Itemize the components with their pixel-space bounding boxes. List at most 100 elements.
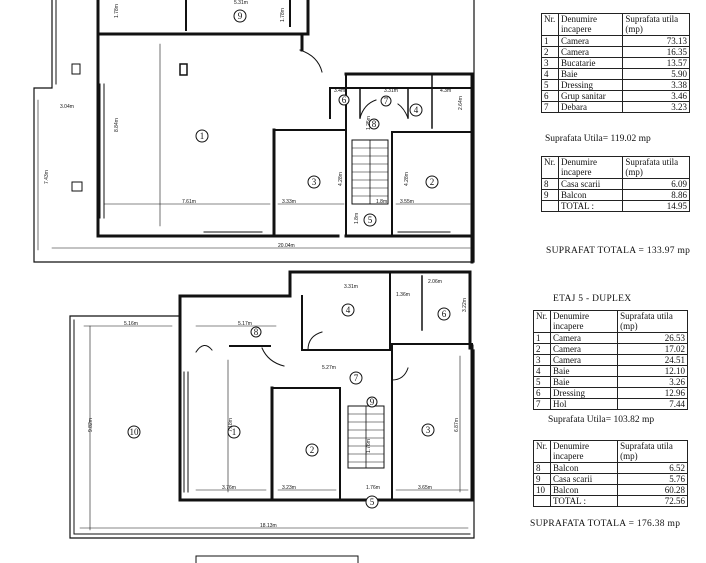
dimension-label-top: 3.4m [334,88,345,94]
dimension-label-bottom: 1.36m [396,292,410,298]
room-number-top-7: 7 [380,95,392,107]
dimension-label-bottom: 2.06m [428,279,442,285]
room-number-bottom-5: 5 [365,495,379,509]
svg-text:3: 3 [426,425,431,435]
svg-text:2: 2 [430,177,435,187]
col-nr: Nr. [533,310,551,333]
dimension-label-bottom: 1.76m [366,485,380,491]
dimension-label-top: 1.25m [366,116,372,130]
col-nr: Nr. [541,156,559,179]
col-area: Suprafata utila (mp) [617,310,688,333]
dimension-label-top: 3.31m [384,88,398,94]
col-name: Denumire incapere [549,440,619,463]
col-nr: Nr. [533,440,551,463]
svg-text:2: 2 [310,445,315,455]
svg-text:6: 6 [442,309,447,319]
col-area: Suprafata utila (mp) [622,156,690,179]
col-name: Denumire incapere [557,156,624,179]
svg-text:5: 5 [370,497,375,507]
room-number-bottom-10: 10 [127,425,141,439]
room-number-top-1: 1 [195,129,209,143]
room-number-top-4: 4 [409,103,423,117]
svg-text:8: 8 [254,327,259,337]
dimension-label-top: 20.04m [278,243,295,249]
dimension-label-top: 5.31m [234,0,248,6]
dimension-label-bottom: 3.65m [418,485,432,491]
col-area: Suprafata utila (mp) [617,440,688,463]
table-total-row: TOTAL :72.56 [533,495,688,507]
dimension-label-top: 1.8m [354,213,360,224]
svg-text:6: 6 [342,95,347,105]
summary-top: Suprafata Utila= 119.02 mp [545,134,651,144]
total-duplex: SUPRAFATA TOTALA = 176.38 mp [530,519,681,529]
dimension-label-bottom: 3.31m [344,284,358,290]
svg-text:4: 4 [346,305,351,315]
room-number-bottom-1: 1 [227,425,241,439]
room-number-top-6: 6 [338,94,350,106]
room-number-bottom-4: 4 [341,303,355,317]
room-number-top-2: 2 [425,175,439,189]
bottom-floor-plan [69,270,475,539]
table-annex-duplex: Nr. Denumire incapere Suprafata utila (m… [533,440,688,507]
room-number-bottom-8: 8 [250,326,262,338]
room-number-top-8: 8 [368,118,380,130]
svg-text:10: 10 [130,427,140,437]
dimension-label-top: 4.28m [404,172,410,186]
table-annex-top: Nr. Denumire incapere Suprafata utila (m… [541,156,690,212]
svg-text:5: 5 [368,215,373,225]
dimension-label-bottom: 3.76m [222,485,236,491]
top-floor-plan [33,0,475,264]
dimension-label-bottom: 7.18m [228,418,234,432]
room-number-bottom-2: 2 [305,443,319,457]
dimension-label-bottom: 9.82m [88,418,94,432]
dimension-label-bottom: 5.16m [124,321,138,327]
dimension-label-bottom: 6.87m [454,418,460,432]
room-number-bottom-9: 9 [366,396,378,408]
svg-text:7: 7 [354,373,359,383]
svg-text:1: 1 [232,427,237,437]
dimension-label-top: 7.43m [44,170,50,184]
dimension-label-bottom: 5.27m [322,365,336,371]
dimension-label-top: 3.04m [60,104,74,110]
svg-text:7: 7 [384,96,389,106]
dimension-label-bottom: 5.17m [238,321,252,327]
dimension-label-top: 1.78m [114,4,120,18]
room-number-top-5: 5 [363,213,377,227]
dimension-label-top: 2.64m [458,96,464,110]
total-top: SUPRAFAT TOTALA = 133.97 mp [546,246,691,256]
svg-text:1: 1 [200,131,205,141]
col-name: Denumire incapere [557,13,624,36]
dimension-label-top: 1.78m [280,8,286,22]
room-number-top-3: 3 [307,175,321,189]
dimension-label-top: 1.8m [376,199,387,205]
dimension-label-top: 8.84m [114,118,120,132]
dimension-label-bottom: 3.23m [282,485,296,491]
room-number-bottom-3: 3 [421,423,435,437]
dimension-label-bottom: 3.22m [462,298,468,312]
dimension-label-bottom: 18.13m [260,523,277,529]
svg-text:3: 3 [312,177,317,187]
svg-text:4: 4 [414,105,419,115]
room-number-bottom-7: 7 [349,371,363,385]
dimension-label-top: 7.61m [182,199,196,205]
room-number-bottom-6: 6 [437,307,451,321]
col-name: Denumire incapere [549,310,619,333]
dimension-label-top: 4.28m [338,172,344,186]
table-rooms-duplex: Nr. Denumire incapere Suprafata utila (m… [533,310,688,410]
